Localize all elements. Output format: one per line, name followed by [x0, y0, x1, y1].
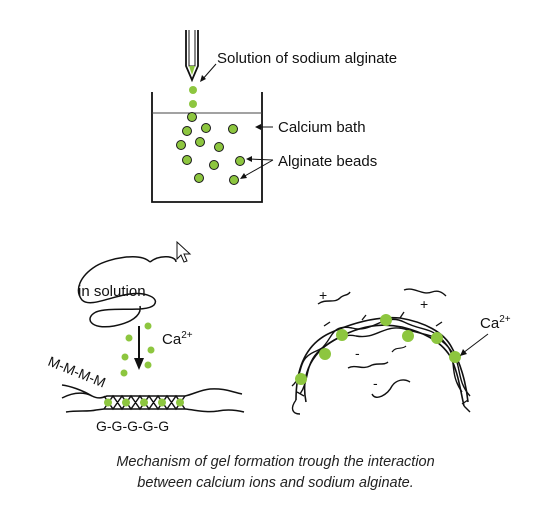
alginate-bead: [195, 137, 205, 147]
network-calcium-leader-line: [462, 333, 489, 354]
network-tail: [463, 405, 471, 413]
mouse-cursor-icon: [176, 240, 192, 263]
alginate-bead: [214, 142, 224, 152]
down-arrow-icon: [134, 326, 144, 370]
alginate-bead: [209, 160, 219, 170]
bound-calcium-ions: [104, 398, 184, 407]
network-calcium-symbol: Ca: [480, 315, 500, 332]
calcium-ion: [125, 334, 133, 342]
network-calcium-ion: [336, 329, 348, 341]
alginate-bead: [187, 112, 197, 122]
arc-strand: [303, 324, 465, 407]
droplet: [189, 86, 197, 94]
free-alginate-chain: [77, 256, 177, 328]
bound-calcium-ion: [176, 398, 184, 407]
droplet: [189, 100, 197, 108]
bound-calcium-ion: [122, 398, 130, 407]
beads-leader-line-2: [242, 159, 274, 178]
beads-arrowhead-2: [240, 173, 247, 179]
network-calcium-ion: [449, 351, 461, 363]
caption-line-2: between calcium ions and sodium alginate…: [137, 475, 414, 491]
caption-line-1: Mechanism of gel formation trough the in…: [116, 454, 435, 470]
beads-arrowhead-1: [246, 156, 252, 162]
falling-droplets: [189, 86, 197, 108]
mannuronate-label: M-M-M-M: [46, 353, 108, 391]
calcium-ion: [121, 353, 129, 361]
loose-strand: [403, 288, 447, 297]
plus-sign: +: [420, 296, 428, 312]
alginate-bead: [182, 155, 192, 165]
needle-icon: [185, 30, 199, 83]
network-tail: [291, 399, 301, 415]
alginate-bead: [228, 124, 238, 134]
lower-alginate-chain: [65, 408, 245, 413]
plus-sign: +: [319, 287, 327, 303]
alginate-beads-in-bath: [176, 112, 245, 185]
network-calcium-ion: [431, 332, 443, 344]
arc-strand: [295, 316, 469, 403]
calcium-charge: 2+: [181, 330, 193, 341]
network-calcium-ion: [402, 330, 414, 342]
loose-strand: [371, 379, 411, 398]
m-block-chain: [61, 384, 93, 397]
arc-strand: [291, 327, 471, 397]
in-solution-label: in solution: [78, 283, 146, 300]
calcium-symbol: Ca: [162, 331, 182, 348]
bead-formation-setup: Solution of sodium alginate Calcium bath…: [151, 30, 397, 203]
figure-caption: Mechanism of gel formation trough the in…: [0, 452, 551, 494]
alginate-bead: [235, 156, 245, 166]
network-calcium-label: Ca2+: [480, 314, 511, 332]
calcium-ion: [144, 361, 152, 369]
network-calcium-arrowhead: [460, 349, 467, 356]
alginate-bead: [182, 126, 192, 136]
calcium-bath-arrowhead: [255, 124, 261, 130]
beads-leader-line-1: [248, 158, 274, 161]
calcium-ion: [147, 346, 155, 354]
loose-strand: [317, 291, 351, 305]
loose-strand: [347, 361, 389, 369]
alginate-bead: [176, 140, 186, 150]
calcium-ion: [144, 322, 152, 330]
network-calcium-charge: 2+: [499, 314, 511, 325]
alginate-beads-label: Alginate beads: [278, 153, 377, 170]
bound-calcium-ion: [104, 398, 112, 407]
alginate-bead: [194, 173, 204, 183]
minus-sign: -: [373, 375, 378, 391]
calcium-ions: [120, 322, 155, 377]
loose-strand: [391, 345, 407, 353]
guluronate-label: G-G-G-G-G: [96, 418, 169, 434]
upper-alginate-chain: [61, 388, 243, 399]
network-calcium-ion: [295, 373, 307, 385]
crosslink-ticks: [296, 311, 469, 405]
calcium-ion-label: Ca2+: [162, 330, 193, 348]
calcium-bath-label: Calcium bath: [278, 119, 366, 136]
network-calcium-ions: [295, 314, 461, 385]
network-calcium-ion: [380, 314, 392, 326]
bound-calcium-ion: [140, 398, 148, 407]
egg-box-model: in solution Ca2+ M-M-M-M: [46, 256, 245, 434]
leader-arrows: [200, 63, 274, 179]
beaker: [151, 92, 263, 203]
solution-arrowhead: [200, 75, 206, 82]
alginate-bead: [201, 123, 211, 133]
calcium-ion: [120, 369, 128, 377]
bound-calcium-ion: [158, 398, 166, 407]
gel-network: + + - - Ca2+: [291, 287, 511, 415]
minus-sign: -: [355, 345, 360, 361]
network-calcium-ion: [319, 348, 331, 360]
solution-label: Solution of sodium alginate: [217, 50, 397, 67]
alginate-bead: [229, 175, 239, 185]
